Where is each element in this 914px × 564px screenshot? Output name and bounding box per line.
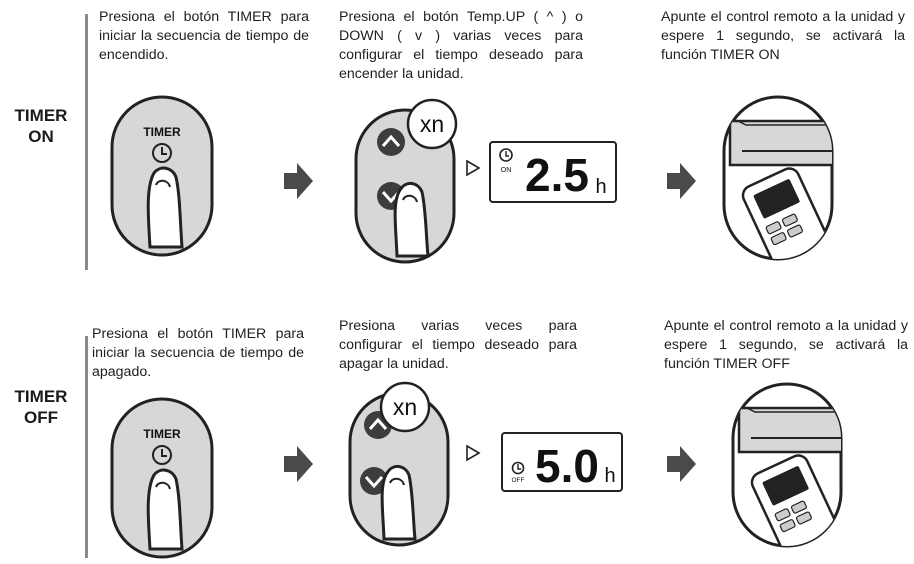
lcd-mode-label: ON bbox=[501, 167, 512, 174]
clock-icon bbox=[511, 461, 525, 475]
finger-icon bbox=[393, 182, 430, 258]
step3-text: Apunte el control remoto a la unidad y e… bbox=[661, 9, 905, 63]
timer-off-label: TIMER OFF bbox=[14, 387, 68, 427]
clock-icon bbox=[152, 445, 172, 465]
air-conditioner-icon bbox=[728, 119, 832, 167]
clock-icon bbox=[499, 148, 513, 162]
arrow-right-icon bbox=[284, 163, 313, 199]
finger-icon bbox=[380, 465, 417, 541]
timer-button-label: TIMER bbox=[143, 427, 181, 441]
play-triangle-icon bbox=[466, 159, 481, 177]
lcd-unit: h bbox=[604, 465, 615, 487]
up-arrow-icon bbox=[377, 128, 405, 156]
up-down-button-pill: xn bbox=[354, 98, 458, 264]
remote-control-icon bbox=[741, 167, 832, 259]
arrow-right-icon bbox=[667, 163, 696, 199]
timer-button-pill: TIMER bbox=[110, 95, 214, 257]
repeat-badge bbox=[406, 98, 458, 150]
timer-button-label: TIMER bbox=[143, 125, 181, 139]
lcd-display: OFF 5.0 h bbox=[501, 432, 623, 492]
lcd-display: ON 2.5 h bbox=[489, 141, 617, 203]
clock-icon bbox=[152, 143, 172, 163]
lcd-value: 5.0 bbox=[535, 440, 599, 492]
timer-on-label: TIMER ON bbox=[14, 106, 68, 146]
repeat-badge-label: xn bbox=[420, 111, 444, 137]
up-down-button-pill: xn bbox=[348, 381, 450, 547]
divider-bar bbox=[85, 14, 88, 270]
remote-control-icon bbox=[750, 454, 841, 546]
down-arrow-icon bbox=[360, 467, 388, 495]
play-triangle-icon bbox=[466, 444, 481, 462]
arrow-right-icon bbox=[284, 446, 313, 482]
finger-icon bbox=[146, 468, 184, 551]
timer-button-pill: TIMER bbox=[110, 397, 214, 559]
lcd-mode-label: OFF bbox=[512, 477, 525, 484]
repeat-badge bbox=[379, 381, 431, 433]
step1-text: Presiona el botón TIMER para iniciar la … bbox=[92, 326, 304, 380]
repeat-badge-label: xn bbox=[393, 394, 417, 420]
lcd-value: 2.5 bbox=[525, 149, 589, 201]
step2-text: Presiona varias veces para configurar el… bbox=[339, 318, 577, 372]
step1-text: Presiona el botón TIMER para iniciar la … bbox=[99, 9, 309, 63]
ac-remote-pill bbox=[722, 95, 834, 261]
air-conditioner-icon bbox=[737, 406, 841, 454]
arrow-right-icon bbox=[667, 446, 696, 482]
ac-remote-pill bbox=[731, 382, 843, 548]
step3-text: Apunte el control remoto a la unidad y e… bbox=[664, 318, 908, 372]
step2-text: Presiona el botón Temp.UP ( ^ ) o DOWN (… bbox=[339, 9, 583, 82]
divider-bar bbox=[85, 336, 88, 558]
finger-icon bbox=[146, 166, 184, 249]
lcd-unit: h bbox=[595, 176, 606, 198]
